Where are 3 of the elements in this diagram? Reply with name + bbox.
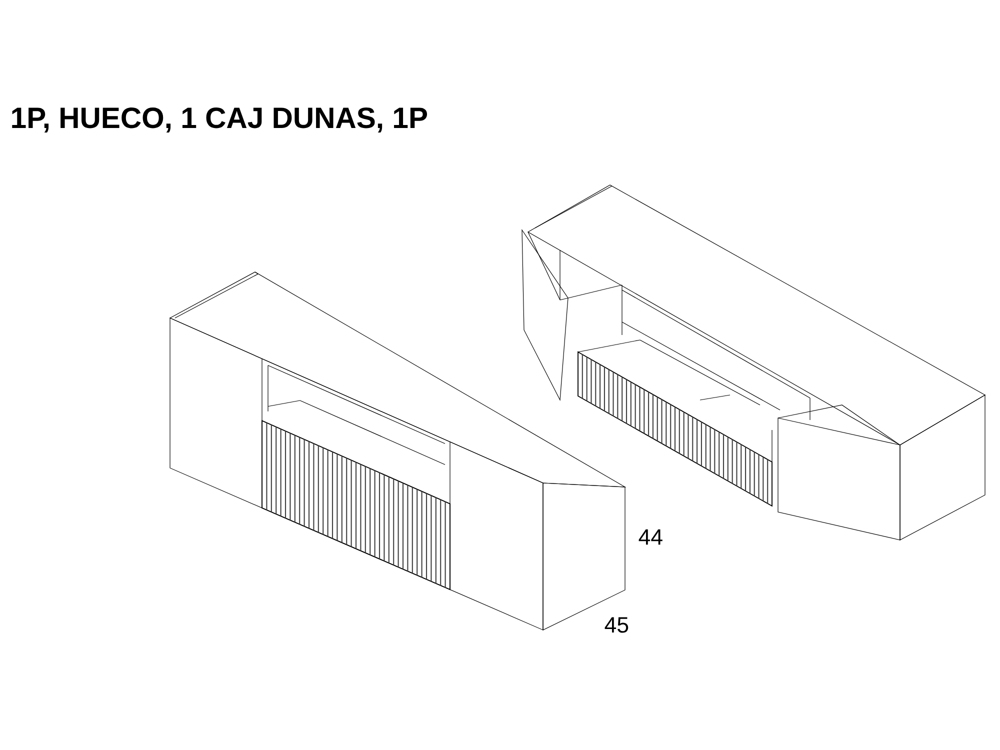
- dimension-label: 45: [604, 617, 628, 633]
- title: 1P, HUECO, 1 CAJ DUNAS, 1P: [12, 108, 427, 132]
- dimension-label: 44: [638, 529, 662, 545]
